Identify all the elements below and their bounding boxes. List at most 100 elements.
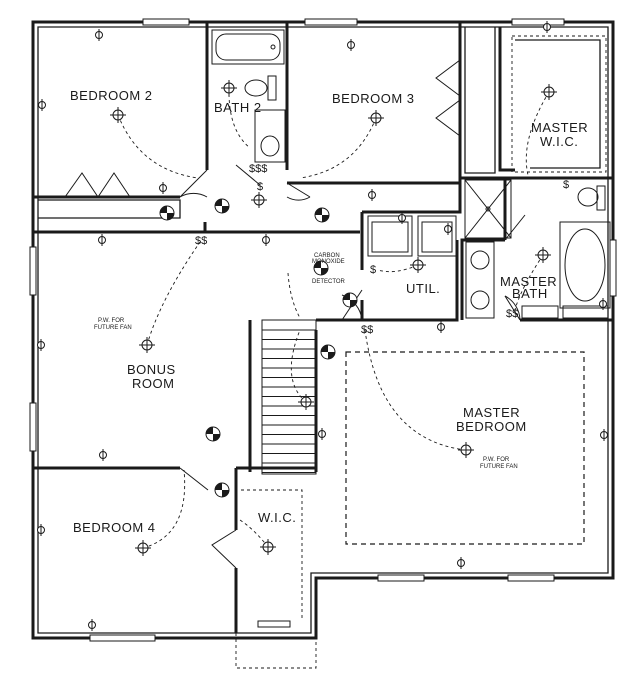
room-label-bath-2: BATH 2	[214, 100, 262, 115]
room-label-master-bath-2: BATH	[512, 286, 548, 301]
window	[304, 18, 358, 26]
switch-bonus: $$	[195, 235, 207, 247]
receptacle-icon	[368, 189, 376, 201]
receptacles	[37, 21, 608, 631]
switches: $$ $$$ $ $$ $ $ $$	[195, 163, 569, 336]
ceiling-light-icon	[221, 80, 237, 96]
doors	[179, 164, 526, 569]
window	[89, 634, 156, 642]
smoke-detector-icon	[320, 344, 336, 360]
smoke-detector-icon	[313, 260, 329, 276]
notes: P.W. FOR FUTURE FAN P.W. FOR FUTURE FAN …	[94, 253, 518, 470]
switch-master-bedroom: $$	[361, 324, 373, 336]
ceiling-light-icon	[535, 247, 551, 263]
window	[257, 620, 291, 628]
ceiling-light-icon	[110, 107, 126, 123]
room-label-master-bedroom-2: BEDROOM	[456, 419, 527, 434]
smoke-detector-icon	[159, 205, 175, 221]
smoke-detectors	[159, 198, 358, 498]
window	[511, 18, 565, 26]
master-wic-shelf	[511, 35, 607, 173]
master-sink-counter	[521, 305, 609, 319]
room-label-util: UTIL.	[406, 281, 440, 296]
closet-doors	[64, 59, 461, 198]
switch-master-bath: $$	[506, 308, 518, 320]
ceiling-light-icon	[368, 110, 384, 126]
receptacle-icon	[543, 21, 551, 33]
bath-2-toilet	[244, 75, 277, 101]
washer-dryer	[367, 215, 457, 257]
window	[142, 18, 190, 26]
receptacle-icon	[457, 557, 465, 569]
room-label-master-wic-1: MASTER	[531, 120, 588, 135]
switch-hall: $	[257, 181, 263, 193]
smoke-detector-icon	[342, 292, 358, 308]
smoke-detector-icon	[205, 426, 221, 442]
receptacle-icon	[99, 449, 107, 461]
receptacle-icon	[347, 39, 355, 51]
receptacle-icon	[262, 234, 270, 246]
receptacle-icon	[95, 29, 103, 41]
note-fan-master-1: P.W. FOR	[483, 457, 510, 463]
room-label-bonus-1: BONUS	[127, 362, 176, 377]
window	[507, 574, 555, 582]
room-label-bedroom-2: BEDROOM 2	[70, 88, 153, 103]
receptacle-icon	[37, 524, 45, 536]
master-toilet	[577, 185, 606, 211]
note-co-2: MONOXIDE	[312, 259, 345, 265]
bath-2-tub	[211, 29, 285, 65]
bump-out	[235, 633, 317, 669]
receptacle-icon	[600, 429, 608, 441]
room-label-master-wic-2: W.I.C.	[540, 134, 578, 149]
ceiling-light-icon	[135, 540, 151, 556]
master-shower	[464, 179, 512, 239]
ceiling-light-icon	[541, 84, 557, 100]
room-label-wic: W.I.C.	[258, 510, 296, 525]
switch-bath-2: $$$	[249, 163, 267, 175]
receptacle-icon	[88, 619, 96, 631]
ceiling-light-icon	[410, 257, 426, 273]
window	[29, 246, 37, 296]
ceiling-light-icon	[260, 539, 276, 555]
stairs	[261, 319, 317, 475]
window	[609, 239, 617, 297]
room-label-bedroom-4: BEDROOM 4	[73, 520, 156, 535]
receptacle-icon	[37, 339, 45, 351]
smoke-detector-icon	[214, 198, 230, 214]
receptacle-icon	[98, 234, 106, 246]
master-vanity	[465, 241, 495, 319]
receptacle-icon	[398, 212, 406, 224]
master-tray-ceiling	[345, 351, 585, 545]
ceiling-light-icon	[139, 337, 155, 353]
note-fan-bonus-1: P.W. FOR	[98, 318, 125, 324]
receptacle-icon	[318, 428, 326, 440]
switch-util: $	[370, 264, 376, 276]
ceiling-light-icon	[298, 394, 314, 410]
window	[377, 574, 425, 582]
receptacle-icon	[599, 298, 607, 310]
room-label-master-bedroom-1: MASTER	[463, 405, 520, 420]
note-fan-bonus-2: FUTURE FAN	[94, 325, 132, 331]
receptacle-icon	[159, 182, 167, 194]
exterior-walls	[29, 18, 617, 642]
receptacle-icon	[444, 223, 452, 235]
note-fan-master-2: FUTURE FAN	[480, 464, 518, 470]
ceiling-light-icon	[251, 192, 267, 208]
room-labels: BEDROOM 2 BATH 2 BEDROOM 3 MASTER W.I.C.…	[70, 88, 588, 535]
window	[29, 402, 37, 452]
room-label-bedroom-3: BEDROOM 3	[332, 91, 415, 106]
bath-2-vanity	[254, 109, 286, 163]
note-co-3: DETECTOR	[312, 279, 346, 285]
switch-master-wc: $	[563, 179, 569, 191]
smoke-detector-icon	[214, 482, 230, 498]
receptacle-icon	[437, 321, 445, 333]
ceiling-lights	[110, 80, 557, 556]
receptacle-icon	[38, 99, 46, 111]
master-tub	[559, 221, 611, 309]
ceiling-light-icon	[458, 442, 474, 458]
room-label-master-bath-1: MASTER	[500, 274, 557, 289]
room-label-bonus-2: ROOM	[132, 376, 174, 391]
smoke-detector-icon	[314, 207, 330, 223]
